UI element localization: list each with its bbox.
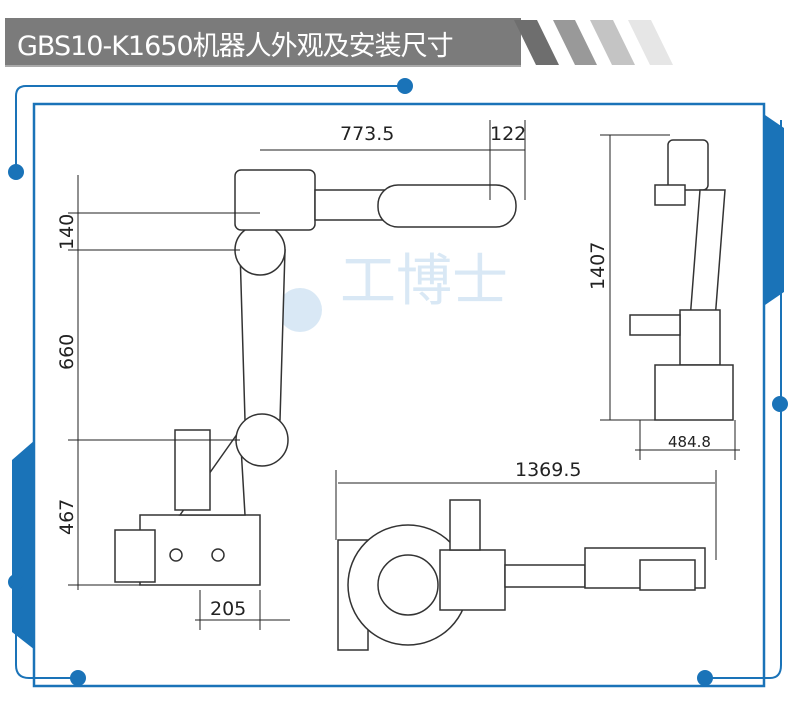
dimension-labels: 773.5 122 140 660 467 205 1407 484.8 136… [56, 123, 711, 620]
dim-total-height: 1407 [587, 242, 609, 290]
dim-side-width: 484.8 [668, 433, 711, 451]
svg-text:工博士: 工博士 [340, 249, 508, 314]
header-bar: GBS10-K1650机器人外观及安装尺寸 [5, 18, 521, 67]
dim-arm-length: 660 [56, 334, 78, 370]
header-stripes [514, 20, 673, 65]
dim-base-offset: 205 [210, 598, 246, 620]
dimension-lines [68, 120, 740, 630]
robot-side-view [629, 139, 734, 421]
page-title: GBS10-K1650机器人外观及安装尺寸 [17, 31, 454, 62]
dim-wrist-offset: 122 [490, 123, 526, 145]
dim-base-height: 467 [56, 499, 78, 535]
watermark-logo: 工博士 [278, 249, 508, 332]
dim-total-length: 1369.5 [515, 459, 581, 481]
dim-reach: 773.5 [340, 123, 394, 145]
left-tab [12, 440, 35, 650]
dim-upper-offset: 140 [56, 214, 78, 250]
robot-top-view [337, 499, 706, 651]
robot-front-view [114, 169, 517, 586]
right-tab [765, 115, 784, 305]
frame-dots [8, 78, 788, 686]
